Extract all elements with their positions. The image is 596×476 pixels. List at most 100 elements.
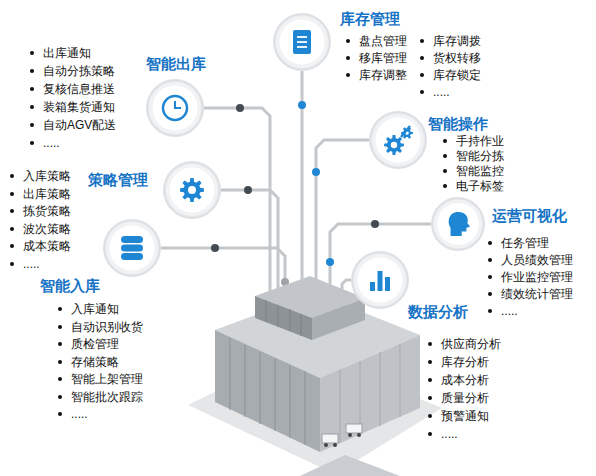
node-heading: 策略管理 [88,171,148,189]
junction-dot [244,186,252,194]
icon-glyph [163,96,187,120]
list-item: 波次策略 [23,222,71,236]
junction-dot [312,168,320,176]
wire-line [204,108,270,320]
bullet-dot [488,292,492,296]
list-item: 预警通知 [441,409,489,423]
icon-glyph [384,126,413,155]
bullet-dot [10,192,14,196]
list-item: 智能上架管理 [71,372,143,386]
list-item: 库存分析 [441,355,489,369]
feature-node: 策略管理入库策略出库策略拣货策略波次策略成本策略..... [163,161,221,219]
bullet-dot [443,184,447,188]
bullet-dot [443,139,447,143]
list-item: 盘点管理 [359,34,407,48]
bullet-dot [443,154,447,158]
bullet-dot [58,395,62,399]
junction-dot [371,220,379,228]
list-item: 入库策略 [23,169,71,183]
list-item: 质检管理 [71,337,119,351]
list-item: ..... [433,85,450,99]
icon-glyph [293,30,311,54]
icon-circle [431,197,485,251]
feature-node: 智能出库出库通知自动分拣策略复核信息推送装箱集货通知自动AGV配送..... [146,79,204,137]
list-item: 移库管理 [359,51,407,65]
bullet-dot [58,377,62,381]
list-item: 成本分析 [441,373,489,387]
bullet-dot [30,51,34,55]
list-item: ..... [501,304,518,318]
icon-circle [146,79,204,137]
icon-circle [273,13,331,71]
list-item: 电子标签 [456,179,504,193]
list-item: 任务管理 [501,236,549,250]
node-heading: 智能入库 [40,277,100,295]
list-item: 复核信息推送 [43,82,115,96]
list-item: 拣货策略 [23,204,71,218]
node-heading: 数据分析 [408,303,468,321]
bullet-dot [488,275,492,279]
list-item: 质量分析 [441,391,489,405]
icon-circle [369,111,427,169]
list-item: 出库通知 [43,46,91,60]
feature-node: 数据分析供应商分析库存分析成本分析质量分析预警通知..... [351,251,409,309]
feature-node: 智能操作手持作业智能分拣智能监控电子标签 [369,111,427,169]
bullet-dot [428,378,432,382]
node-heading: 运营可视化 [492,207,567,225]
bullet-dot [420,39,424,43]
icon-glyph [180,178,204,202]
node-heading: 库存管理 [340,10,400,28]
bullet-dot [488,241,492,245]
bullet-dot [58,307,62,311]
feature-node: 库存管理盘点管理移库管理库存调整库存调拨货权转移库存锁定..... [273,13,331,71]
list-item: ..... [23,257,40,271]
list-item: ..... [43,136,60,150]
list-item: 供应商分析 [441,337,501,351]
bullet-dot [346,39,350,43]
list-item: 出库策略 [23,187,71,201]
bullet-dot [10,227,14,231]
junction-dot [211,244,219,252]
feature-node: 智能入库入库通知自动识别收货质检管理存储策略智能上架管理智能批次跟踪..... [103,219,161,277]
list-item: 存储策略 [71,355,119,369]
list-item: 手持作业 [456,134,504,148]
list-item: 成本策略 [23,239,71,253]
bullet-dot [10,209,14,213]
bullet-dot [428,396,432,400]
bullet-dot [420,90,424,94]
list-item: 入库通知 [71,302,119,316]
node-heading: 智能出库 [146,55,206,73]
list-item: 装箱集货通知 [43,100,115,114]
bullet-dot [30,87,34,91]
bullet-dot [30,105,34,109]
list-item: 作业监控管理 [501,270,573,284]
list-item: 智能监控 [456,164,504,178]
bullet-dot [58,360,62,364]
list-item: ..... [441,427,458,441]
bullet-dot [30,141,34,145]
warehouse-illustration [188,276,442,476]
list-item: 自动识别收货 [71,320,143,334]
junction-dot [298,101,306,109]
list-item: 货权转移 [433,51,481,65]
icon-glyph [449,212,470,236]
bullet-dot [420,73,424,77]
bullet-dot [443,169,447,173]
bullet-dot [428,360,432,364]
list-item: 智能批次跟踪 [71,390,143,404]
icon-glyph [370,271,390,291]
icon-circle [351,251,409,309]
list-item: ..... [71,407,88,421]
bullet-dot [58,325,62,329]
bullet-dot [428,414,432,418]
bullet-dot [420,56,424,60]
bullet-dot [10,262,14,266]
list-item: 自动分拣策略 [43,64,115,78]
list-item: 库存调拨 [433,34,481,48]
icon-glyph [121,236,143,260]
list-item: 库存锁定 [433,68,481,82]
list-item: 自动AGV配送 [43,118,116,132]
junction-dot [326,258,334,266]
bullet-dot [488,309,492,313]
